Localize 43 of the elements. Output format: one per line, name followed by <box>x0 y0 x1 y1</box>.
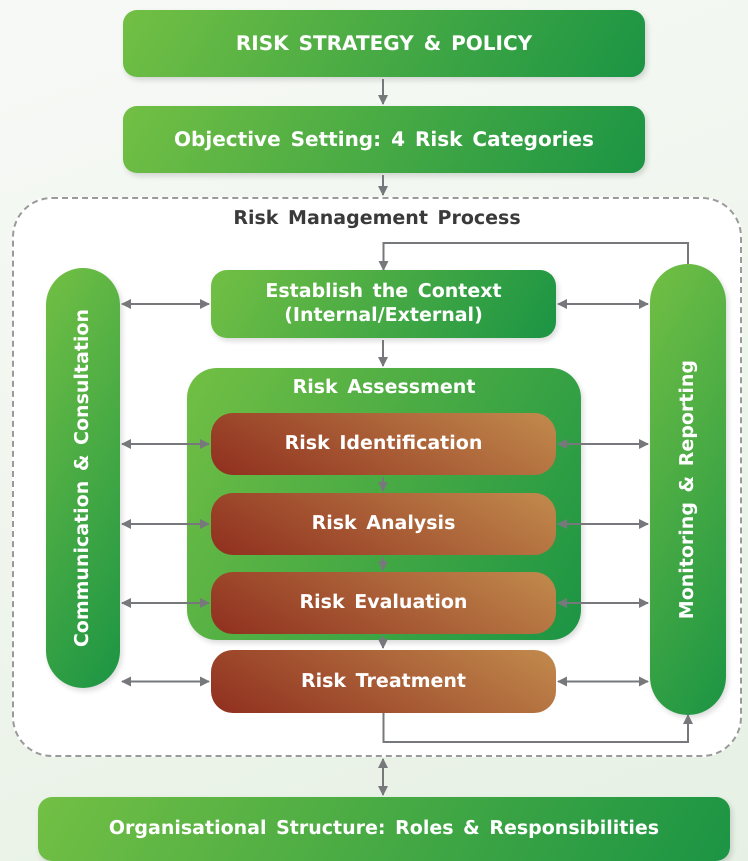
process-box <box>38 797 730 861</box>
arrow <box>121 519 210 529</box>
side-panel <box>650 264 726 715</box>
side-panel <box>46 268 120 688</box>
process-container <box>12 197 742 757</box>
box-label: Risk Management Process <box>233 207 521 231</box>
box-label: Risk Identification <box>284 432 482 456</box>
arrow <box>121 598 210 608</box>
box-label: Risk Assessment <box>292 376 476 400</box>
arrow <box>557 299 649 309</box>
arrow <box>557 676 649 686</box>
step-box <box>211 413 556 475</box>
arrow <box>557 519 649 529</box>
arrow <box>557 598 649 608</box>
process-box <box>123 106 645 173</box>
arrow <box>378 340 388 367</box>
box-label: Risk Evaluation <box>300 591 468 615</box>
step-box <box>211 493 556 555</box>
arrow <box>121 299 210 309</box>
process-box <box>123 10 645 77</box>
arrow <box>378 758 388 796</box>
arrow <box>557 439 649 449</box>
box-label: Organisational Structure: Roles & Responsibilities <box>108 817 660 841</box>
box-label: Objective Setting: 4 Risk Categories <box>174 127 594 152</box>
arrow <box>121 439 210 449</box>
arrow <box>378 557 388 571</box>
box-label: Risk Analysis <box>312 512 456 536</box>
arrow <box>378 79 388 105</box>
arrow <box>382 713 693 743</box>
box-label: Risk Treatment <box>300 670 466 694</box>
box-label: Communication & Consultation <box>71 308 94 648</box>
arrow <box>378 477 388 492</box>
arrow <box>121 676 210 686</box>
step-box <box>211 650 556 713</box>
box-label: Monitoring & Reporting <box>676 360 700 620</box>
step-box <box>211 572 556 634</box>
group-box <box>187 368 581 640</box>
process-box <box>211 270 556 338</box>
box-label: Establish the Context (Internal/External) <box>264 280 503 328</box>
box-label: RISK STRATEGY & POLICY <box>236 31 532 56</box>
arrow <box>378 242 689 271</box>
arrow <box>378 636 388 649</box>
arrow <box>378 175 388 196</box>
